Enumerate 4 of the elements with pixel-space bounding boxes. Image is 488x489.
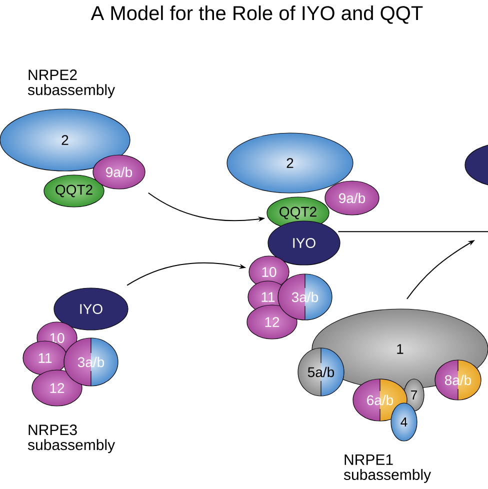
subassembly-label: NRPE3 subassembly	[28, 424, 116, 454]
title: A Model for the Role of IYO and QQT	[90, 6, 423, 24]
subassembly-label: NRPE1 subassembly	[344, 454, 432, 483]
subassembly-label: NRPE2 subassembly	[28, 70, 116, 98]
